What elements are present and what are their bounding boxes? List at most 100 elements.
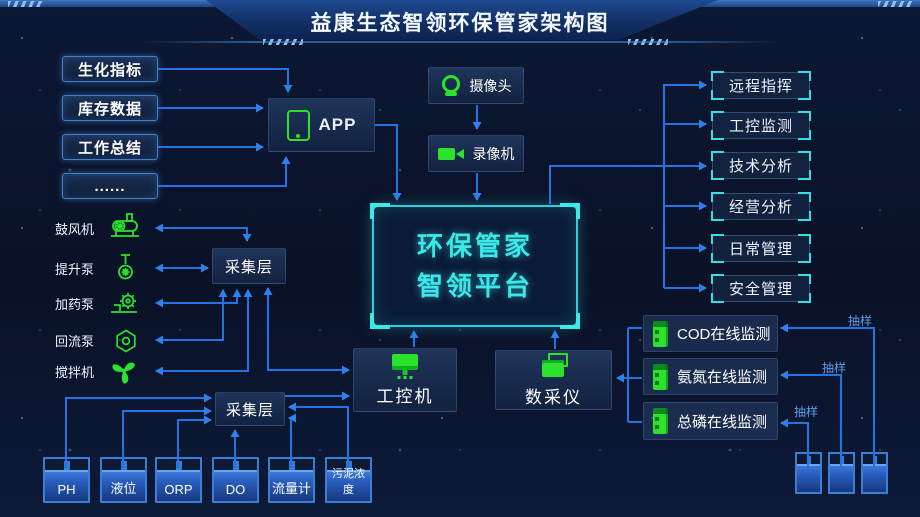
input-box-more: ...... <box>62 173 158 199</box>
lift-pump-icon <box>118 254 133 280</box>
edge-blower-layer1 <box>155 223 252 242</box>
equipment-label-blower: 鼓风机 <box>55 221 95 237</box>
edge-dosingpump-layer1 <box>155 289 242 308</box>
sensor-label: 流量计 <box>271 481 311 496</box>
header-slash-decoration <box>878 1 912 7</box>
sensor-tank-level: 液位 <box>100 457 147 503</box>
return-pump-icon <box>116 329 136 353</box>
input-box-biochemical: 生化指标 <box>62 56 158 82</box>
sampling-beaker <box>828 452 855 494</box>
monitoring-box-cod: COD在线监测 <box>643 315 778 352</box>
probe <box>232 461 239 478</box>
camera-label: 摄像头 <box>469 77 512 94</box>
sensor-label: ORP <box>164 482 193 497</box>
probe <box>63 461 70 478</box>
equipment-label-return-pump: 回流泵 <box>55 333 95 349</box>
monitoring-box-phosphorus: 总磷在线监测 <box>643 402 778 440</box>
sensor-tank-sludge: 污泥浓度 <box>325 457 372 503</box>
liquid <box>327 470 370 501</box>
edge-branch-remote <box>663 80 707 166</box>
probe <box>175 461 182 478</box>
dosing-pump-icon <box>111 293 137 313</box>
sensor-label: DO <box>225 482 246 497</box>
header-banner <box>206 0 718 40</box>
input-label: 库存数据 <box>77 100 142 118</box>
output-label: 技术分析 <box>728 158 793 175</box>
input-box-inventory: 库存数据 <box>62 95 158 121</box>
sampling-beaker <box>861 452 888 494</box>
sampling-label: 抽样 <box>847 314 872 328</box>
input-label: 工作总结 <box>77 139 142 157</box>
mixer-icon <box>112 362 135 384</box>
app-label: APP <box>318 115 357 134</box>
output-box-remote-command: 远程指挥 <box>711 71 811 100</box>
probe <box>120 461 127 478</box>
output-label: 日常管理 <box>728 241 793 258</box>
analyzer-cabinet-icon <box>653 320 668 347</box>
output-label: 经营分析 <box>728 199 793 216</box>
output-label: 工控监测 <box>728 118 793 135</box>
camera-box: 摄像头 <box>428 67 524 104</box>
sensor-label: 污泥浓度 <box>332 468 365 496</box>
probe <box>345 461 352 478</box>
equipment-label-lift-pump: 提升泵 <box>55 261 95 277</box>
webcam-icon <box>441 74 461 97</box>
analyzer-cabinet-icon <box>653 363 668 390</box>
output-label: 安全管理 <box>728 281 793 298</box>
input-label: 生化指标 <box>77 61 142 79</box>
monitoring-label: 总磷在线监测 <box>677 413 768 431</box>
edge-platform-tech-analysis <box>549 161 707 204</box>
video-camera-icon <box>437 146 464 161</box>
data-collector-box: 数采仪 <box>495 350 612 410</box>
platform-title-line1: 环保管家 <box>416 231 533 261</box>
edge-returnpump-layer1 <box>155 289 228 345</box>
input-label: ...... <box>94 177 126 195</box>
sensor-label: 液位 <box>110 481 137 496</box>
output-box-safety-management: 安全管理 <box>711 274 811 303</box>
edge-app-platform <box>375 124 402 201</box>
edge-biochem-app <box>158 68 293 93</box>
sensor-tank-flowmeter: 流量计 <box>268 457 315 503</box>
output-box-business-analysis: 经营分析 <box>711 192 811 221</box>
edge-mixer-layer1 <box>155 289 253 376</box>
monitoring-label: COD在线监测 <box>677 326 771 343</box>
page-title: 益康生态智领环保管家架构图 <box>310 12 610 35</box>
platform-title-line2: 智领平台 <box>416 271 533 301</box>
liquid <box>157 470 200 501</box>
probe <box>288 461 295 478</box>
liquid <box>830 464 853 492</box>
liquid <box>102 470 145 501</box>
industrial-pc-box: 工控机 <box>353 348 457 412</box>
output-box-daily-management: 日常管理 <box>711 234 811 263</box>
output-box-technical-analysis: 技术分析 <box>711 151 811 180</box>
data-collector-label: 数采仪 <box>525 387 582 407</box>
header-slash-decoration <box>8 1 42 7</box>
edge-sample-cod <box>780 323 875 468</box>
platform-box: 环保管家 智领平台 <box>370 203 580 329</box>
liquid <box>797 464 820 492</box>
sensor-tank-ph: PH <box>43 457 90 503</box>
blower-icon <box>111 213 139 237</box>
header-underline <box>140 41 780 43</box>
sensor-tank-orp: ORP <box>155 457 202 503</box>
monitoring-label: 氨氮在线监测 <box>677 369 768 386</box>
collection-layer-label: 采集层 <box>225 401 274 419</box>
liquid <box>270 470 313 501</box>
collection-layer-upper: 采集层 <box>212 248 286 284</box>
monitor-icon <box>391 353 419 378</box>
sampling-label: 抽样 <box>793 405 818 419</box>
edge-more-app <box>158 156 291 187</box>
output-box-control-monitoring: 工控监测 <box>711 111 811 140</box>
liquid <box>863 464 886 492</box>
app-box: APP <box>268 98 375 152</box>
collection-layer-lower: 采集层 <box>215 392 285 426</box>
sampling-label: 抽样 <box>821 361 846 375</box>
phone-icon <box>286 109 310 141</box>
recorder-box: 录像机 <box>428 135 524 172</box>
monitoring-box-ammonia: 氨氮在线监测 <box>643 358 778 395</box>
daq-device-icon <box>539 352 569 379</box>
liquid <box>45 470 88 501</box>
industrial-pc-label: 工控机 <box>376 386 434 406</box>
equipment-label-dosing-pump: 加药泵 <box>55 296 95 312</box>
output-label: 远程指挥 <box>728 78 793 95</box>
